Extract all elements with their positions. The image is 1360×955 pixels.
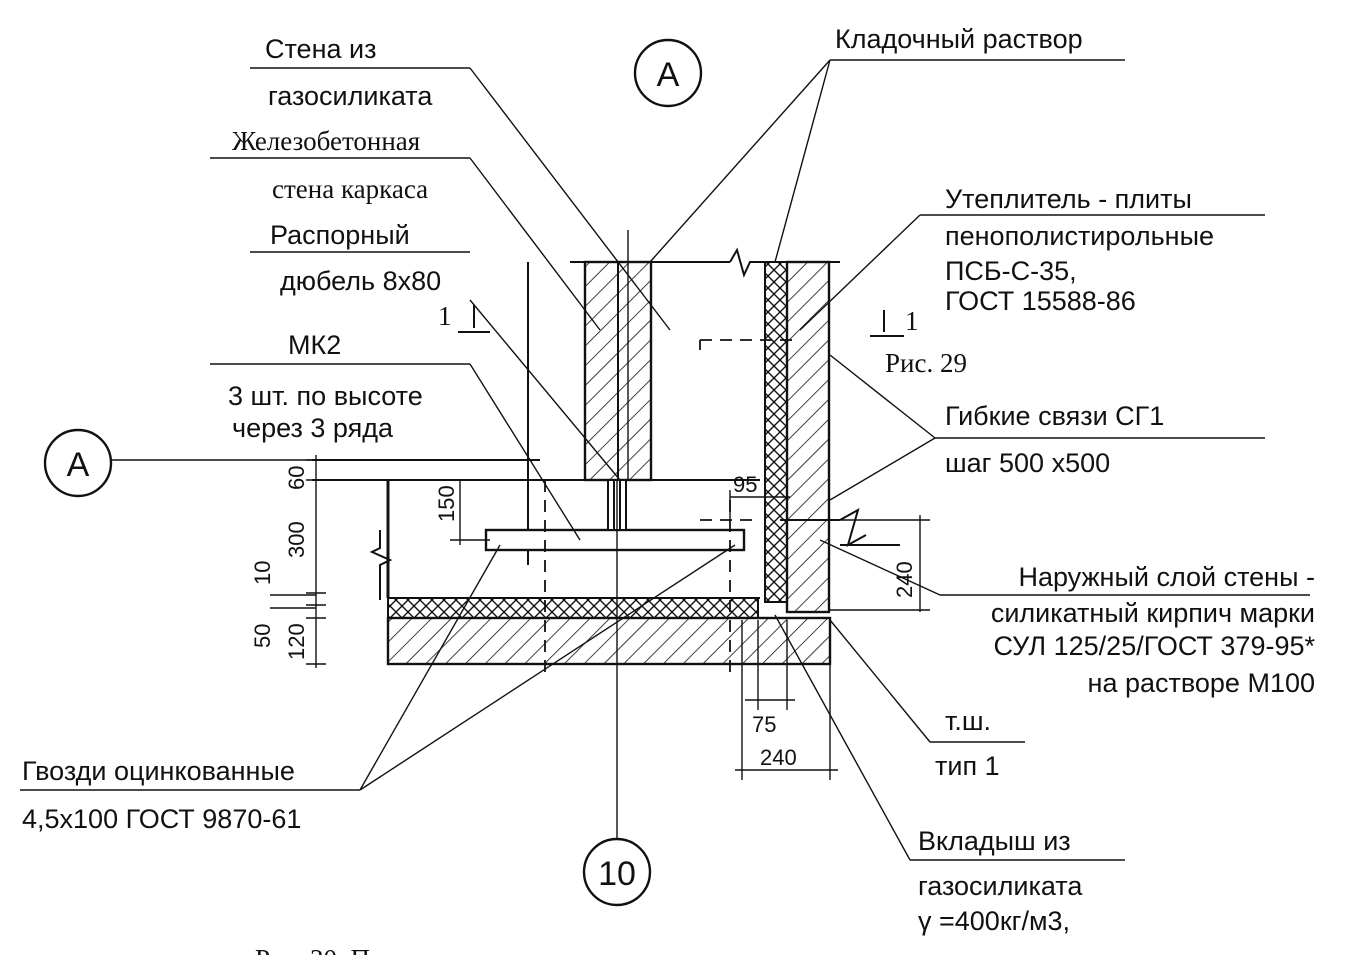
- dimension-lines: [270, 455, 930, 780]
- gas-silicate-wall: [570, 230, 730, 482]
- label-mk2: МК2: [288, 330, 341, 360]
- brick-outer-layer: [785, 260, 831, 614]
- label-insul-4: ГОСТ 15588-86: [945, 286, 1136, 316]
- label-rc-wall-1: Железобетонная: [232, 126, 420, 156]
- label-dowel-2: дюбель 8х80: [280, 266, 441, 296]
- label-rc-wall-2: стена каркаса: [272, 174, 428, 204]
- label-insert-3: γ =400кг/м3,: [918, 906, 1070, 936]
- axis-bubble-left: А: [43, 428, 113, 498]
- label-ties-2: шаг 500 х500: [945, 448, 1110, 478]
- label-outer-3: СУЛ 125/25/ГОСТ 379-95*: [994, 631, 1316, 661]
- label-fig-ref: Рис. 29: [885, 348, 967, 378]
- label-insul-2: пенополистирольные: [945, 221, 1214, 251]
- dim-240-right: 240: [892, 561, 917, 598]
- label-mk2-note-1: 3 шт. по высоте: [228, 381, 423, 411]
- label-wall-gas-2: газосиликата: [268, 81, 433, 111]
- dim-50: 50: [250, 624, 275, 648]
- svg-text:10: 10: [598, 855, 636, 893]
- label-insert-1: Вкладыш из: [918, 826, 1071, 856]
- axis-bubble-bottom: 10: [582, 837, 652, 907]
- label-section-left: 1: [438, 301, 452, 331]
- label-insert-2: газосиликата: [918, 871, 1083, 901]
- dim-75: 75: [752, 712, 776, 737]
- dim-10: 10: [250, 561, 275, 585]
- svg-text:А: А: [67, 446, 90, 484]
- label-tsh-2: тип 1: [935, 751, 1000, 781]
- dim-300: 300: [284, 521, 309, 558]
- dim-60: 60: [284, 466, 309, 490]
- dim-95: 95: [733, 472, 757, 497]
- label-outer-1: Наружный слой стены -: [1018, 562, 1315, 592]
- label-section-right: 1: [905, 306, 919, 336]
- label-tsh-1: т.ш.: [945, 706, 991, 736]
- label-outer-2: силикатный кирпич марки: [991, 598, 1315, 628]
- leader-lines: [20, 59, 1310, 861]
- dim-240-bottom: 240: [760, 745, 797, 770]
- svg-text:А: А: [657, 56, 680, 94]
- label-wall-gas-1: Стена из: [265, 34, 376, 64]
- label-nails-1: Гвозди оцинкованные: [22, 756, 295, 786]
- label-mk2-note-2: через 3 ряда: [232, 413, 394, 443]
- label-outer-4: на растворе М100: [1088, 668, 1315, 698]
- dim-120: 120: [284, 623, 309, 660]
- insulation-bottom-layer: [387, 597, 759, 619]
- concrete-slab: [386, 616, 832, 666]
- mk2-plate: [484, 479, 746, 552]
- axis-bubble-top: А: [633, 38, 703, 108]
- dim-150: 150: [434, 485, 459, 522]
- label-ties-1: Гибкие связи СГ1: [945, 401, 1164, 431]
- label-mortar: Кладочный раствор: [835, 24, 1083, 54]
- label-nails-2: 4,5х100 ГОСТ 9870-61: [22, 804, 301, 834]
- label-dowel-1: Распорный: [270, 220, 410, 250]
- label-insul-3: ПСБ-С-35,: [945, 256, 1077, 286]
- figure-caption: Рис. 30. П: [255, 944, 370, 955]
- label-insul-1: Утеплитель - плиты: [945, 184, 1192, 214]
- insulation-column: [764, 261, 788, 603]
